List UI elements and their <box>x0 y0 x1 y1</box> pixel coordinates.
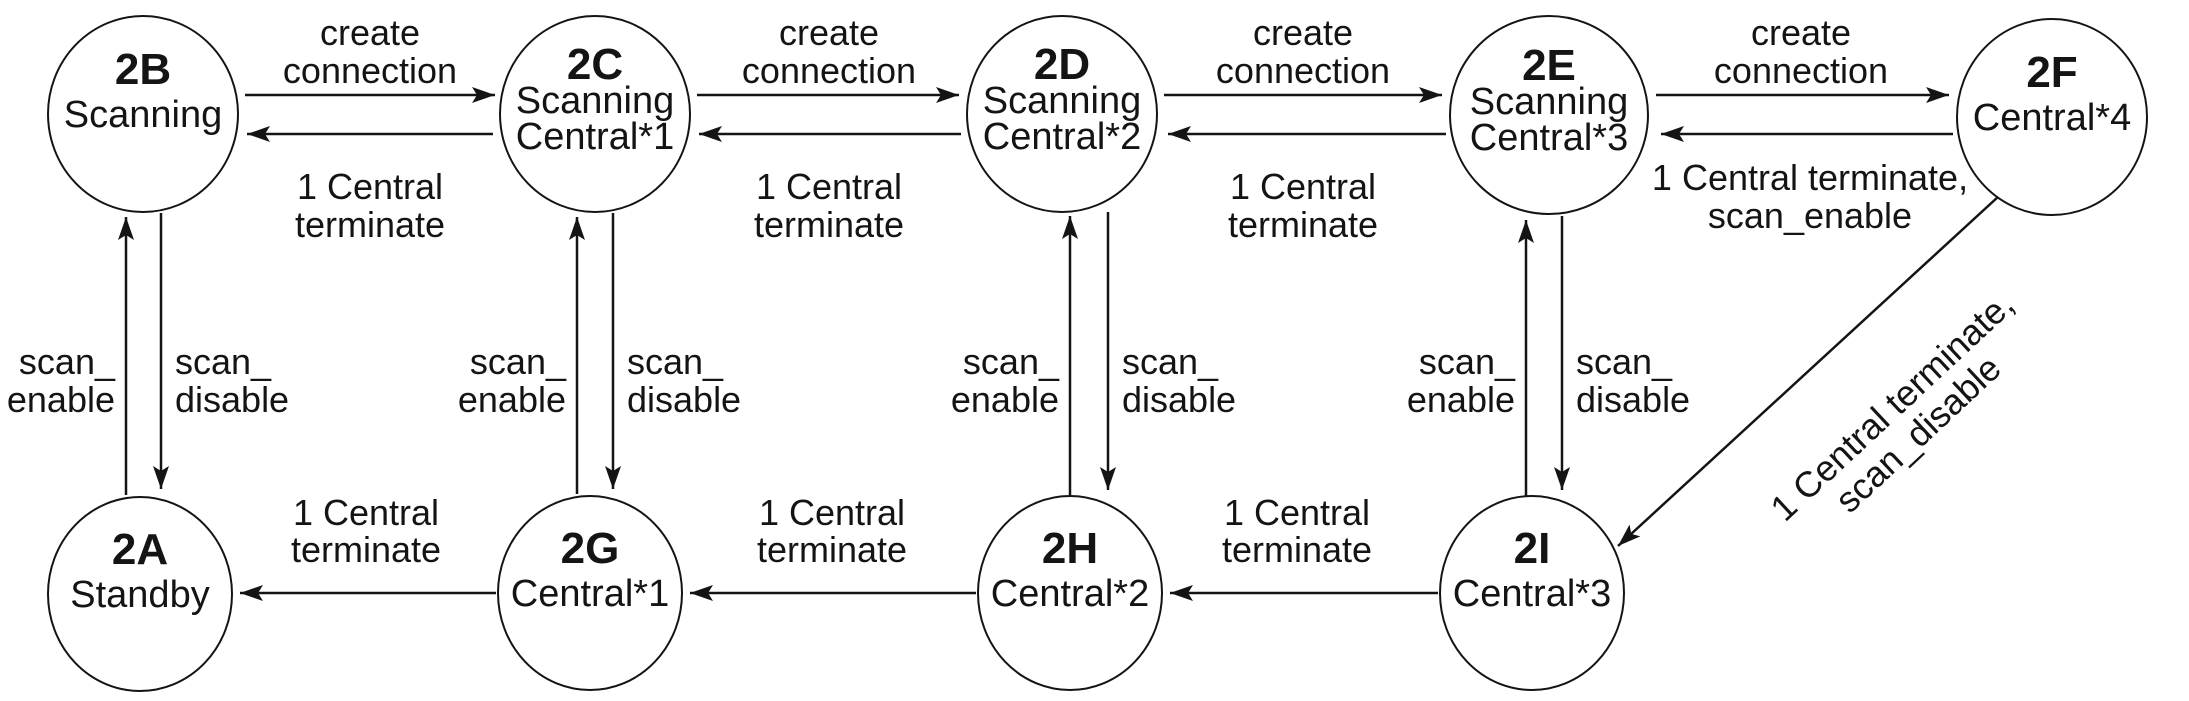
state-2A-sublabel: Standby <box>70 574 209 616</box>
state-2B: 2B Scanning <box>47 15 239 213</box>
state-2F-name: 2F <box>2026 48 2077 97</box>
state-2C-sublabel-1: Scanning <box>516 80 674 122</box>
label-scan-enable-4-line2: enable <box>1407 379 1515 420</box>
label-create-connection-3-line1: create <box>1253 12 1353 53</box>
label-terminate-2-line1: 1 Central <box>756 166 902 207</box>
label-terminate-scan-disable: 1 Central terminate, scan_disable <box>1762 283 2021 529</box>
state-2D-sublabel-1: Scanning <box>983 80 1141 122</box>
label-terminate-bottom-3-line2: terminate <box>1222 529 1372 570</box>
label-scan-disable-2-line2: disable <box>627 379 741 420</box>
state-2H-sublabel: Central*2 <box>991 573 1149 615</box>
state-2D-name: 2D <box>1034 40 1090 89</box>
state-2G-circle <box>497 495 683 691</box>
label-scan-enable-4-line1: scan_ <box>1419 341 1516 382</box>
label-scan-disable-4-line1: scan_ <box>1576 341 1673 382</box>
state-2F-sublabel: Central*4 <box>1973 97 2131 139</box>
state-2E-sublabel-1: Scanning <box>1470 81 1628 123</box>
state-2F: 2F Central*4 <box>1956 18 2148 216</box>
state-2D-circle <box>966 15 1158 213</box>
label-terminate-scan-enable-line1: 1 Central terminate, <box>1652 157 1968 198</box>
label-scan-enable-2-line1: scan_ <box>470 341 567 382</box>
label-create-connection-4-line1: create <box>1751 12 1851 53</box>
state-2H: 2H Central*2 <box>977 495 1163 691</box>
label-terminate-1-line1: 1 Central <box>297 166 443 207</box>
label-scan-disable-1-line2: disable <box>175 379 289 420</box>
label-scan-disable-1-line1: scan_ <box>175 341 272 382</box>
state-2H-circle <box>977 495 1163 691</box>
label-terminate-3-line2: terminate <box>1228 204 1378 245</box>
label-create-connection-1-line2: connection <box>283 50 457 91</box>
state-2H-name: 2H <box>1042 524 1098 573</box>
label-terminate-bottom-1-line1: 1 Central <box>293 492 439 533</box>
label-terminate-scan-disable-line1: 1 Central terminate, <box>1762 283 2021 529</box>
label-scan-disable-2-line1: scan_ <box>627 341 724 382</box>
state-2I-name: 2I <box>1514 524 1551 573</box>
state-2E-sublabel-2: Central*3 <box>1470 117 1628 159</box>
label-terminate-3-line1: 1 Central <box>1230 166 1376 207</box>
state-2B-sublabel: Scanning <box>64 94 222 136</box>
state-2E: 2E Scanning Central*3 <box>1449 15 1649 215</box>
state-2A: 2A Standby <box>47 496 233 692</box>
state-2B-circle <box>47 15 239 213</box>
label-scan-enable-1-line2: enable <box>7 379 115 420</box>
label-terminate-2-line2: terminate <box>754 204 904 245</box>
label-create-connection-2-line2: connection <box>742 50 916 91</box>
state-2F-circle <box>1956 18 2148 216</box>
label-scan-disable-3-line2: disable <box>1122 379 1236 420</box>
state-2C-name: 2C <box>567 40 623 89</box>
label-scan-enable-2-line2: enable <box>458 379 566 420</box>
state-2E-circle <box>1449 15 1649 215</box>
state-2I-circle <box>1439 495 1625 691</box>
state-2E-name: 2E <box>1522 41 1576 90</box>
state-2G: 2G Central*1 <box>497 495 683 691</box>
label-terminate-bottom-2-line2: terminate <box>757 529 907 570</box>
label-terminate-bottom-1-line2: terminate <box>291 529 441 570</box>
label-create-connection-2-line1: create <box>779 12 879 53</box>
state-2B-name: 2B <box>115 45 171 94</box>
state-2G-sublabel: Central*1 <box>511 573 669 615</box>
state-2A-name: 2A <box>112 525 168 574</box>
label-scan-disable-3-line1: scan_ <box>1122 341 1219 382</box>
state-2C-sublabel-2: Central*1 <box>516 116 674 158</box>
label-create-connection-3-line2: connection <box>1216 50 1390 91</box>
state-2G-name: 2G <box>561 524 620 573</box>
label-scan-disable-4-line2: disable <box>1576 379 1690 420</box>
arrow-2f-to-2i <box>1617 195 2000 547</box>
label-create-connection-1-line1: create <box>320 12 420 53</box>
state-2I: 2I Central*3 <box>1439 495 1625 691</box>
state-2C: 2C Scanning Central*1 <box>499 15 691 213</box>
label-scan-enable-1-line1: scan_ <box>19 341 116 382</box>
state-2D-sublabel-2: Central*2 <box>983 116 1141 158</box>
state-2C-circle <box>499 15 691 213</box>
label-terminate-scan-enable-line2: scan_enable <box>1708 195 1912 236</box>
label-create-connection-4-line2: connection <box>1714 50 1888 91</box>
state-2D: 2D Scanning Central*2 <box>966 15 1158 213</box>
label-terminate-bottom-3-line1: 1 Central <box>1224 492 1370 533</box>
state-2A-circle <box>47 496 233 692</box>
label-scan-enable-3-line2: enable <box>951 379 1059 420</box>
state-2I-sublabel: Central*3 <box>1453 573 1611 615</box>
label-scan-enable-3-line1: scan_ <box>963 341 1060 382</box>
label-terminate-1-line2: terminate <box>295 204 445 245</box>
label-terminate-bottom-2-line1: 1 Central <box>759 492 905 533</box>
